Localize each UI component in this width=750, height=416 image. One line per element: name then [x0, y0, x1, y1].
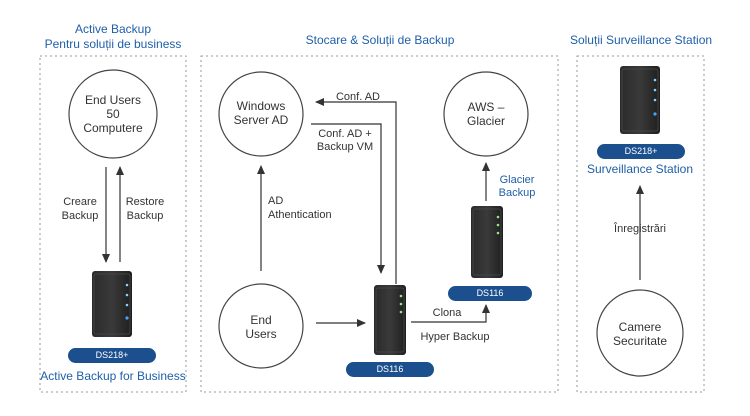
- label-ad-auth-line2: Athentication: [268, 209, 332, 221]
- label-clona: Clona: [432, 307, 462, 319]
- cameras-circle: [596, 289, 684, 377]
- label-glacier-backup-line2: Backup: [498, 187, 536, 199]
- left-panel-title-line1: Active Backup: [74, 22, 152, 36]
- right-panel-border: [576, 55, 705, 393]
- node-end-users-computers-line1: End Users: [84, 93, 142, 107]
- windows-server-circle: [218, 71, 304, 157]
- middle-panel-border: [200, 55, 559, 393]
- end-users-computers-circle: [68, 69, 158, 159]
- arrow-hyper-backup: [411, 304, 490, 323]
- node-end-users-line1: End: [250, 313, 272, 327]
- left-panel-title-line2: Pentru soluții de business: [44, 37, 182, 51]
- label-restore-backup-line1: Restore: [125, 196, 165, 208]
- label-restore-backup-line2: Backup: [126, 210, 164, 222]
- node-aws-glacier-line2: Glacier: [466, 114, 506, 128]
- label-conf-ad-backup-line1: Conf. AD +: [318, 128, 372, 140]
- left-panel-footer: Active Backup for Business: [40, 369, 186, 383]
- aws-glacier-circle: [443, 71, 529, 157]
- label-create-backup-line2: Backup: [61, 210, 99, 222]
- node-cameras-line1: Camere: [618, 320, 662, 334]
- label-ad-auth-line1: AD: [268, 195, 284, 207]
- node-windows-server-line1: Windows: [236, 99, 286, 113]
- label-hyper-backup: Hyper Backup: [420, 331, 490, 343]
- label-create-backup-line1: Creare: [63, 196, 97, 208]
- nas-device-left: [92, 271, 132, 337]
- node-end-users-computers-line2: 50: [106, 107, 120, 121]
- node-end-users-line2: Users: [245, 327, 277, 341]
- right-panel-title: Soluții Surveillance Station: [569, 33, 713, 47]
- node-windows-server-line2: Server AD: [233, 113, 289, 127]
- device-label-glacier: DS116: [448, 286, 532, 301]
- left-panel-border: [39, 55, 187, 393]
- label-inregistrari: Înregistrări: [614, 223, 666, 235]
- nas-device-right: [620, 66, 660, 134]
- device-label-right: DS218+: [597, 144, 685, 159]
- label-conf-ad: Conf. AD: [335, 91, 381, 103]
- arrow-conf-ad: [315, 98, 397, 284]
- nas-device-middle: [374, 285, 406, 355]
- device-label-middle: DS116: [346, 362, 434, 377]
- arrow-conf-ad-backup: [311, 123, 385, 274]
- node-aws-glacier-line1: AWS –: [467, 100, 505, 114]
- node-end-users-computers-line3: Computere: [83, 121, 143, 135]
- device-label-left: DS218+: [68, 348, 156, 363]
- nas-device-glacier: [471, 206, 503, 278]
- label-conf-ad-backup-line2: Backup VM: [316, 141, 374, 153]
- label-glacier-backup-line1: Glacier: [499, 174, 535, 186]
- node-cameras-line2: Securitate: [612, 334, 668, 348]
- middle-panel-title: Stocare & Soluții de Backup: [305, 33, 455, 47]
- end-users-circle: [218, 283, 304, 369]
- right-panel-footer: Surveillance Station: [586, 162, 694, 176]
